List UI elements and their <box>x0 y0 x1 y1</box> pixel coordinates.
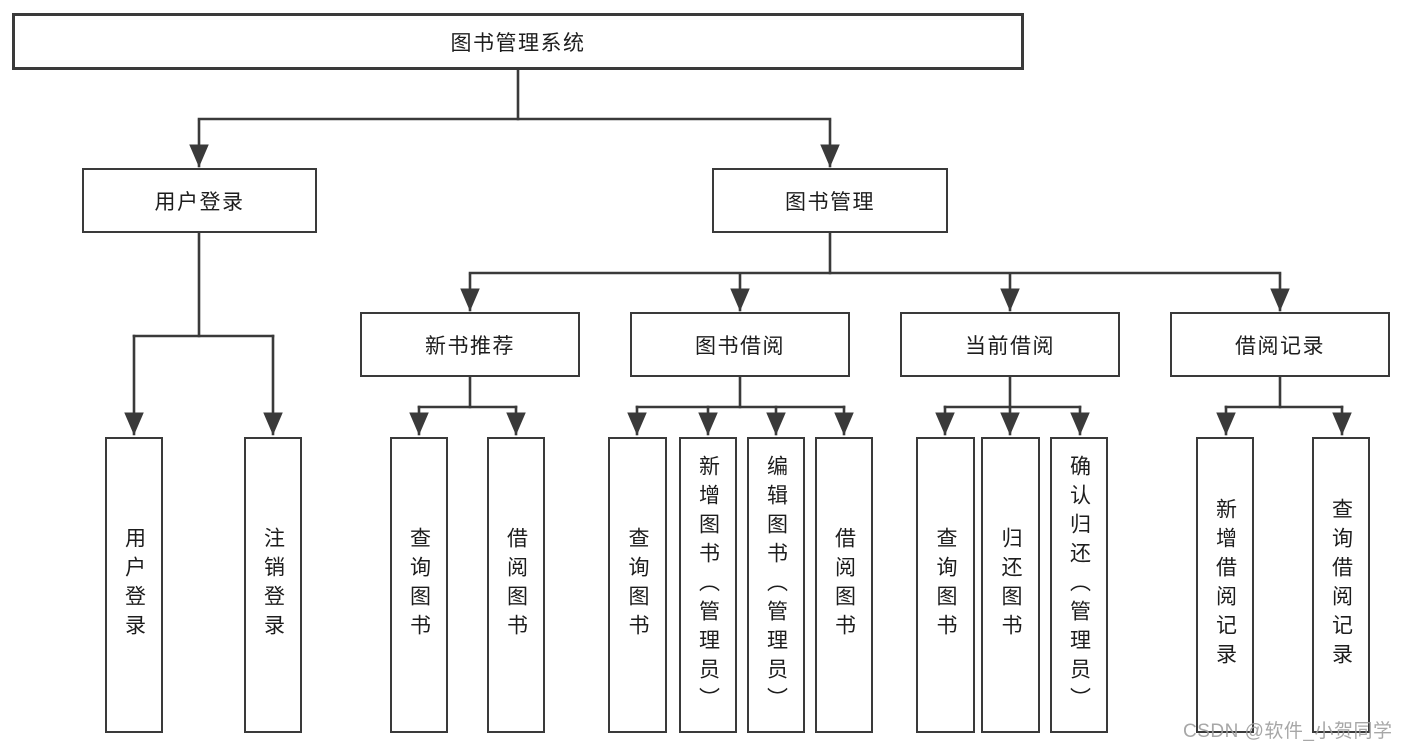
node-current-borrow: 当前借阅 <box>900 312 1120 377</box>
node-label: 新书推荐 <box>425 334 515 358</box>
leaf-confirm-return-admin: 确认归还（管理员） <box>1050 437 1108 733</box>
connector-user-login-to-leaves <box>124 231 283 436</box>
node-label: 图书借阅 <box>695 334 785 358</box>
node-label: 用户登录 <box>122 527 146 643</box>
connector-current-borrow-to-leaves <box>935 375 1090 436</box>
leaf-logout: 注销登录 <box>244 437 302 733</box>
node-label: 查询图书 <box>934 527 957 643</box>
connector-root-to-level2 <box>189 68 840 168</box>
leaf-return-book: 归还图书 <box>981 437 1040 733</box>
leaf-user-login: 用户登录 <box>105 437 163 733</box>
leaf-borrow-books: 借阅图书 <box>815 437 873 733</box>
node-label: 归还图书 <box>999 527 1022 643</box>
connector-new-book-to-leaves <box>409 375 526 436</box>
node-label: 新增图书（管理员） <box>696 454 720 716</box>
leaf-query-books-recommend: 查询图书 <box>390 437 448 733</box>
connector-book-borrow-to-leaves <box>627 375 854 436</box>
node-label: 注销登录 <box>261 527 285 643</box>
node-label: 编辑图书（管理员） <box>764 454 788 716</box>
connector-book-mgmt-to-level3 <box>460 231 1290 312</box>
node-label: 查询图书 <box>626 527 649 643</box>
node-label: 当前借阅 <box>965 334 1055 358</box>
leaf-query-books-borrow: 查询图书 <box>608 437 667 733</box>
node-label: 新增借阅记录 <box>1213 498 1237 672</box>
node-label: 图书管理系统 <box>450 31 586 55</box>
node-user-login: 用户登录 <box>82 168 317 233</box>
leaf-query-borrow-record: 查询借阅记录 <box>1312 437 1370 733</box>
leaf-add-borrow-record: 新增借阅记录 <box>1196 437 1254 733</box>
node-label: 查询借阅记录 <box>1329 498 1353 672</box>
node-label: 借阅图书 <box>504 527 528 643</box>
leaf-query-books-current: 查询图书 <box>916 437 975 733</box>
node-label: 借阅记录 <box>1235 334 1325 358</box>
node-book-borrow: 图书借阅 <box>630 312 850 377</box>
node-book-management: 图书管理 <box>712 168 948 233</box>
node-new-book-recommend: 新书推荐 <box>360 312 580 377</box>
node-label: 用户登录 <box>154 190 245 214</box>
node-label: 借阅图书 <box>832 527 856 643</box>
connector-borrow-records-to-leaves <box>1216 375 1352 436</box>
node-label: 查询图书 <box>407 527 431 643</box>
node-root-system: 图书管理系统 <box>12 13 1024 70</box>
node-label: 确认归还（管理员） <box>1067 454 1091 716</box>
leaf-edit-book-admin: 编辑图书（管理员） <box>747 437 805 733</box>
leaf-add-book-admin: 新增图书（管理员） <box>679 437 737 733</box>
node-label: 图书管理 <box>785 190 875 214</box>
leaf-borrow-books-recommend: 借阅图书 <box>487 437 545 733</box>
node-borrow-records: 借阅记录 <box>1170 312 1390 377</box>
